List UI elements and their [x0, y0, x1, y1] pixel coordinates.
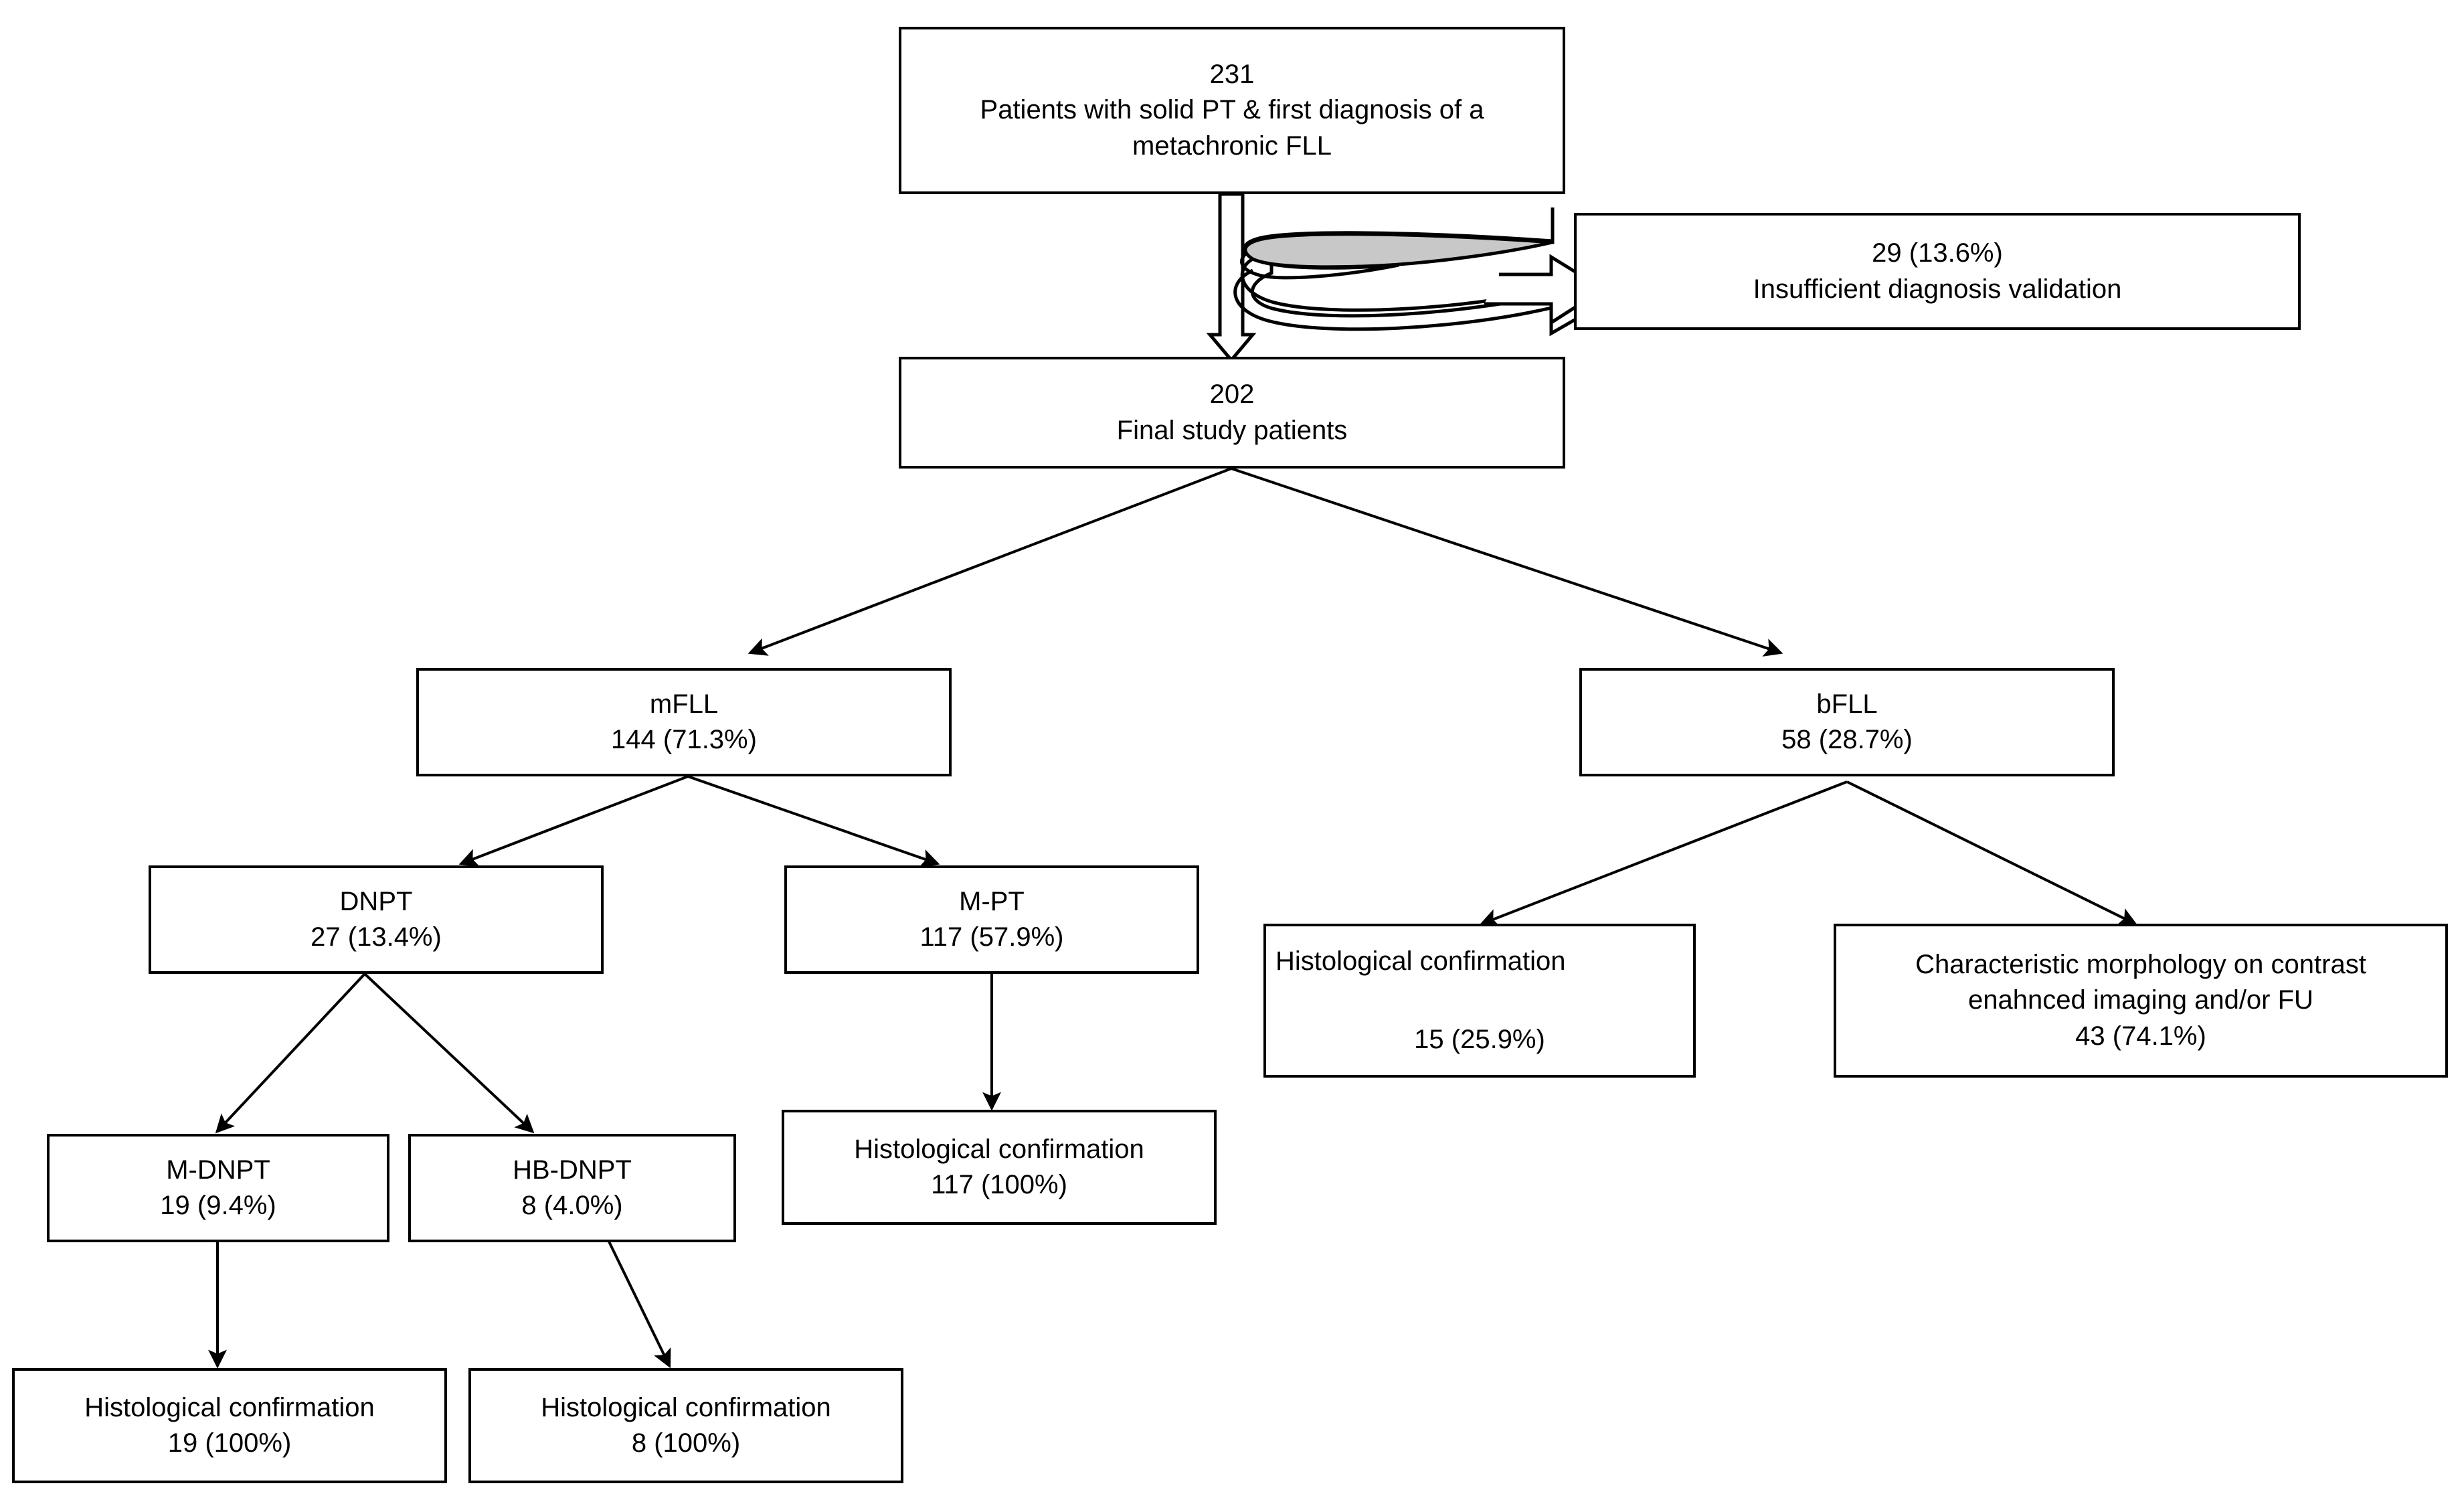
edge-bfll-to-bfll-imaging: [1846, 780, 2138, 926]
node-bfll-imaging-line2: enahnced imaging and/or FU: [1968, 985, 2313, 1015]
node-hbdnpt-line2: 8 (4.0%): [521, 1191, 623, 1220]
node-excluded-line2: Insufficient diagnosis validation: [1753, 274, 2122, 304]
node-bfll-imaging-line1: Characteristic morphology on contrast: [1915, 950, 2366, 980]
node-bfll-line1: bFLL: [1816, 689, 1878, 719]
node-final-line2: Final study patients: [1116, 415, 1348, 445]
node-mpt-histo-line1: Histological confirmation: [854, 1134, 1144, 1164]
node-dnpt[interactable]: DNPT 27 (13.4%): [149, 865, 604, 974]
node-bfll-line2: 58 (28.7%): [1781, 725, 1913, 754]
node-hbdnpt[interactable]: HB-DNPT 8 (4.0%): [408, 1134, 736, 1242]
node-mfll-line2: 144 (71.3%): [611, 725, 757, 754]
node-bfll-imaging-line3: 43 (74.1%): [2075, 1021, 2206, 1051]
node-enrolled-line3: metachronic FLL: [1132, 131, 1332, 161]
node-mdnpt-histo[interactable]: Histological confirmation 19 (100%): [12, 1368, 447, 1483]
node-mpt-histo-line2: 117 (100%): [931, 1170, 1067, 1199]
node-bfll[interactable]: bFLL 58 (28.7%): [1579, 668, 2115, 776]
edge-final-to-bfll: [1231, 467, 1783, 657]
node-hbdnpt-histo-line2: 8 (100%): [631, 1428, 741, 1458]
node-excluded[interactable]: 29 (13.6%) Insufficient diagnosis valida…: [1574, 213, 2301, 330]
edge-hbdnpt-to-hbdnpt-histo: [608, 1241, 671, 1369]
node-excluded-line1: 29 (13.6%): [1872, 238, 2003, 268]
node-mpt-line2: 117 (57.9%): [919, 922, 1064, 952]
node-enrolled-line1: 231: [1209, 60, 1255, 90]
node-mpt[interactable]: M-PT 117 (57.9%): [784, 865, 1199, 974]
node-hbdnpt-histo-line1: Histological confirmation: [541, 1392, 831, 1422]
node-dnpt-line2: 27 (13.4%): [311, 922, 442, 952]
node-bfll-histo-line1: Histological confirmation: [1275, 946, 1566, 976]
edge-enrolled-to-final: [1206, 192, 1257, 363]
node-enrolled[interactable]: 231 Patients with solid PT & first diagn…: [899, 27, 1565, 194]
node-enrolled-line2: Patients with solid PT & first diagnosis…: [980, 95, 1484, 125]
node-mdnpt[interactable]: M-DNPT 19 (9.4%): [47, 1134, 389, 1242]
edge-mfll-to-mpt: [687, 775, 940, 867]
edge-bfll-to-bfll-histo: [1479, 780, 1848, 927]
node-mdnpt-histo-line1: Histological confirmation: [84, 1392, 375, 1422]
node-mfll[interactable]: mFLL 144 (71.3%): [416, 668, 952, 776]
edge-final-to-mfll: [747, 467, 1232, 656]
edge-enrolled-to-excluded: [1233, 207, 1608, 337]
node-mpt-histo[interactable]: Histological confirmation 117 (100%): [782, 1110, 1217, 1225]
edge-mfll-to-dnpt: [458, 775, 689, 867]
node-bfll-histo-line2: 15 (25.9%): [1414, 1024, 1545, 1054]
node-final[interactable]: 202 Final study patients: [899, 357, 1565, 469]
node-hbdnpt-line1: HB-DNPT: [513, 1155, 632, 1185]
node-mdnpt-line2: 19 (9.4%): [160, 1191, 276, 1220]
edge-dnpt-to-hbdnpt: [363, 973, 535, 1134]
node-dnpt-line1: DNPT: [339, 886, 413, 916]
node-mpt-line1: M-PT: [959, 886, 1025, 916]
node-bfll-histo[interactable]: Histological confirmation 15 (25.9%): [1263, 924, 1696, 1078]
node-mfll-line1: mFLL: [649, 689, 719, 719]
node-bfll-imaging[interactable]: Characteristic morphology on contrast en…: [1834, 924, 2448, 1078]
node-hbdnpt-histo[interactable]: Histological confirmation 8 (100%): [468, 1368, 903, 1483]
edge-dnpt-to-mdnpt: [215, 973, 366, 1134]
node-final-line1: 202: [1209, 380, 1255, 410]
node-mdnpt-line1: M-DNPT: [166, 1155, 270, 1185]
node-mdnpt-histo-line2: 19 (100%): [167, 1428, 292, 1458]
